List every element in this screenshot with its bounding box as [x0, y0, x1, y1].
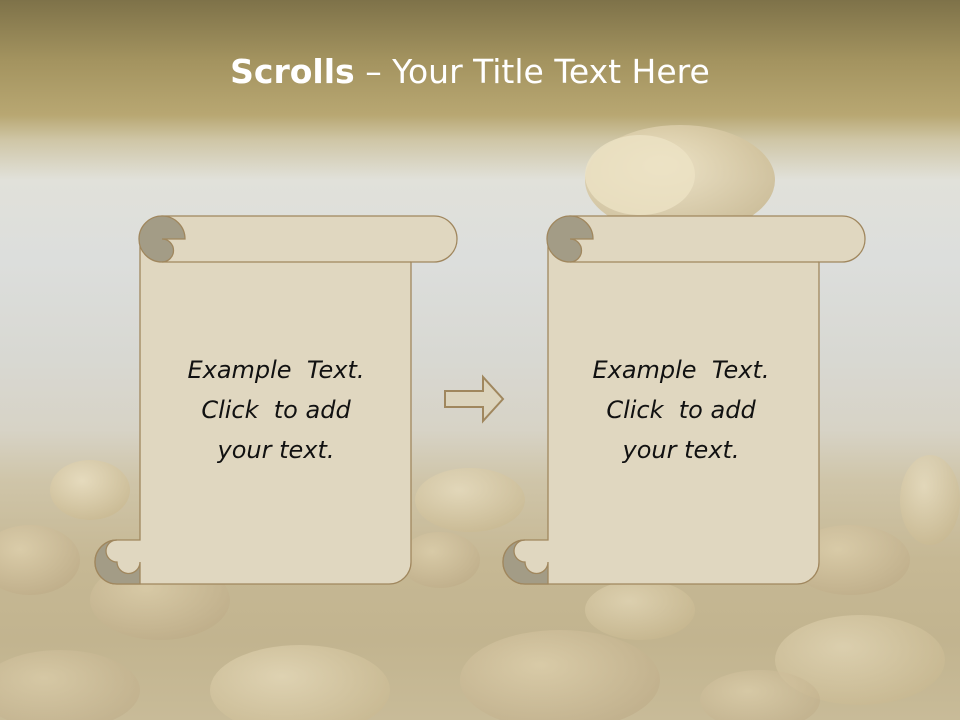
scroll-1-line-3: your text.	[217, 436, 335, 464]
title-bold-text: Scrolls	[230, 52, 355, 91]
scroll-shape-2[interactable]	[502, 215, 866, 585]
bottom-curl-1	[94, 539, 141, 585]
scroll-shape-1[interactable]	[94, 215, 458, 585]
scroll-text-1[interactable]: Example Text. Click to add your text.	[141, 350, 411, 470]
scroll-1-line-2: Click to add	[201, 396, 351, 424]
bottom-curl-2	[502, 539, 549, 585]
scroll-2-line-3: your text.	[622, 436, 740, 464]
scroll-2-line-1: Example Text.	[592, 356, 770, 384]
scroll-2-line-2: Click to add	[606, 396, 756, 424]
top-curl-2	[546, 215, 594, 263]
scroll-1-line-1: Example Text.	[187, 356, 365, 384]
slide-title[interactable]: Scrolls – Your Title Text Here	[0, 52, 940, 91]
title-rest-text: – Your Title Text Here	[354, 52, 710, 91]
scroll-text-2[interactable]: Example Text. Click to add your text.	[546, 350, 816, 470]
top-curl-1	[138, 215, 186, 263]
right-arrow-icon	[444, 374, 505, 424]
